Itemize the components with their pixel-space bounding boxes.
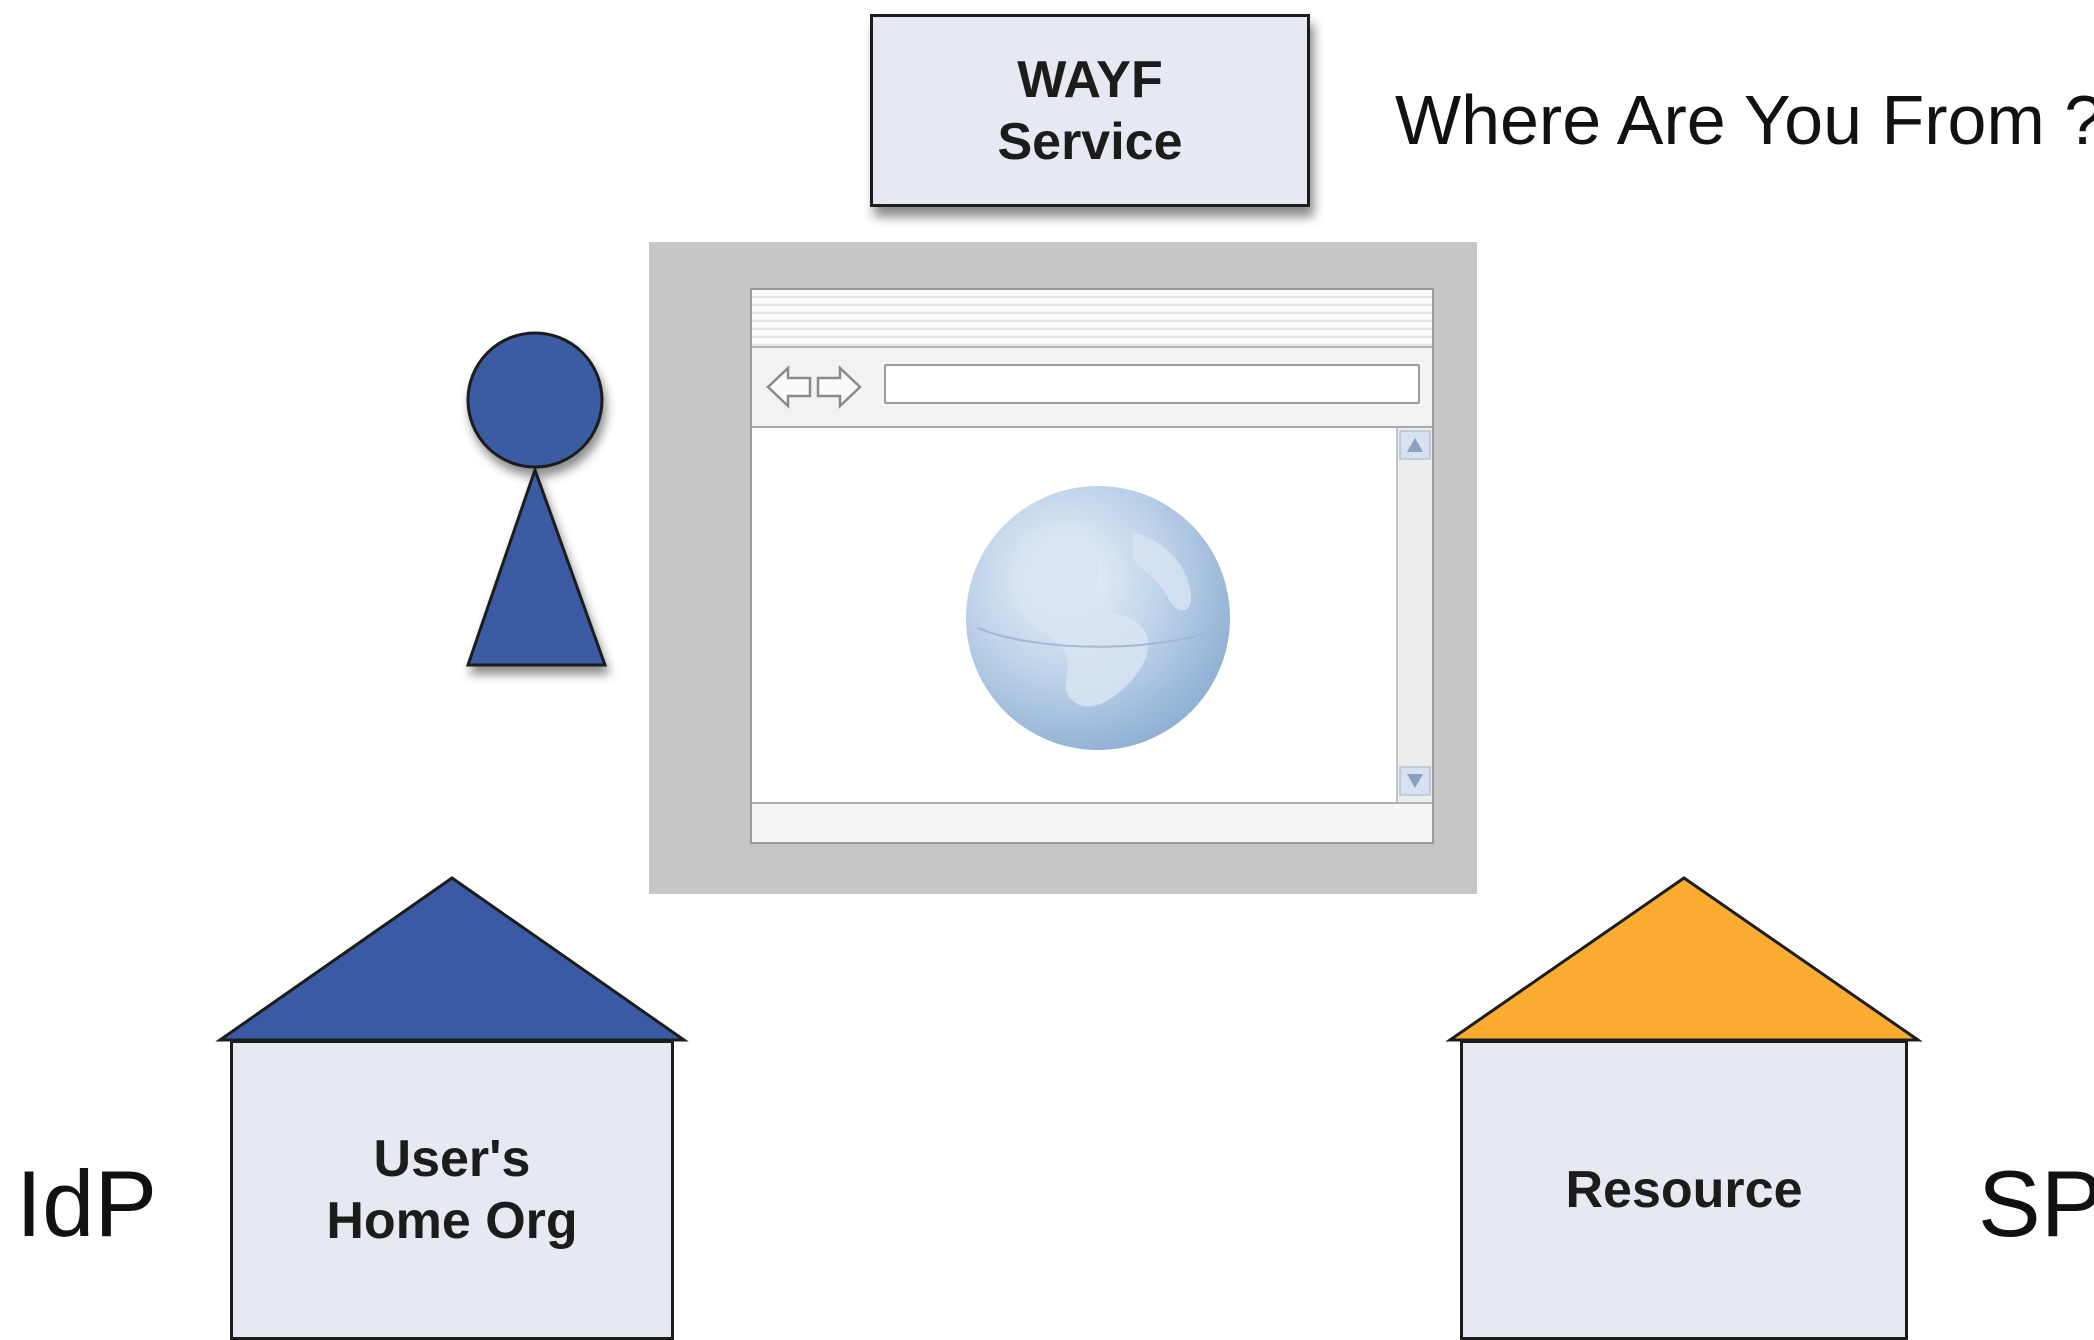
idp-label: IdP: [16, 1151, 158, 1256]
address-bar: [884, 364, 1420, 404]
home-org-label-line1: User's: [373, 1130, 531, 1188]
globe-icon: [966, 486, 1230, 750]
person-icon: [465, 331, 608, 667]
wayf-caption: Where Are You From ?: [1395, 81, 2094, 159]
person-body: [465, 465, 608, 667]
person-head: [466, 331, 604, 469]
forward-arrow-icon: [816, 365, 862, 409]
browser-content: [752, 428, 1396, 802]
browser-status-bar: [752, 802, 1432, 842]
browser-toolbar: [752, 348, 1432, 428]
scroll-down-icon: [1399, 766, 1431, 796]
nav-arrows-icon: [766, 365, 862, 409]
scrollbar: [1396, 428, 1432, 802]
resource-label: Resource: [1565, 1161, 1803, 1219]
sp-label: SP: [1978, 1151, 2094, 1256]
home-org-roof: [215, 876, 689, 1042]
browser-window: [750, 288, 1434, 844]
scroll-up-icon: [1399, 430, 1431, 460]
home-org-box: User's Home Org: [230, 1040, 674, 1340]
wayf-label-line1: WAYF: [1017, 50, 1163, 109]
resource-box: Resource: [1460, 1040, 1908, 1340]
wayf-service-box: WAYF Service: [870, 14, 1310, 207]
home-org-label-line2: Home Org: [326, 1192, 578, 1250]
back-arrow-icon: [766, 365, 812, 409]
browser-title-bar: [752, 290, 1432, 348]
resource-roof: [1445, 876, 1923, 1042]
wayf-label-line2: Service: [997, 112, 1183, 171]
